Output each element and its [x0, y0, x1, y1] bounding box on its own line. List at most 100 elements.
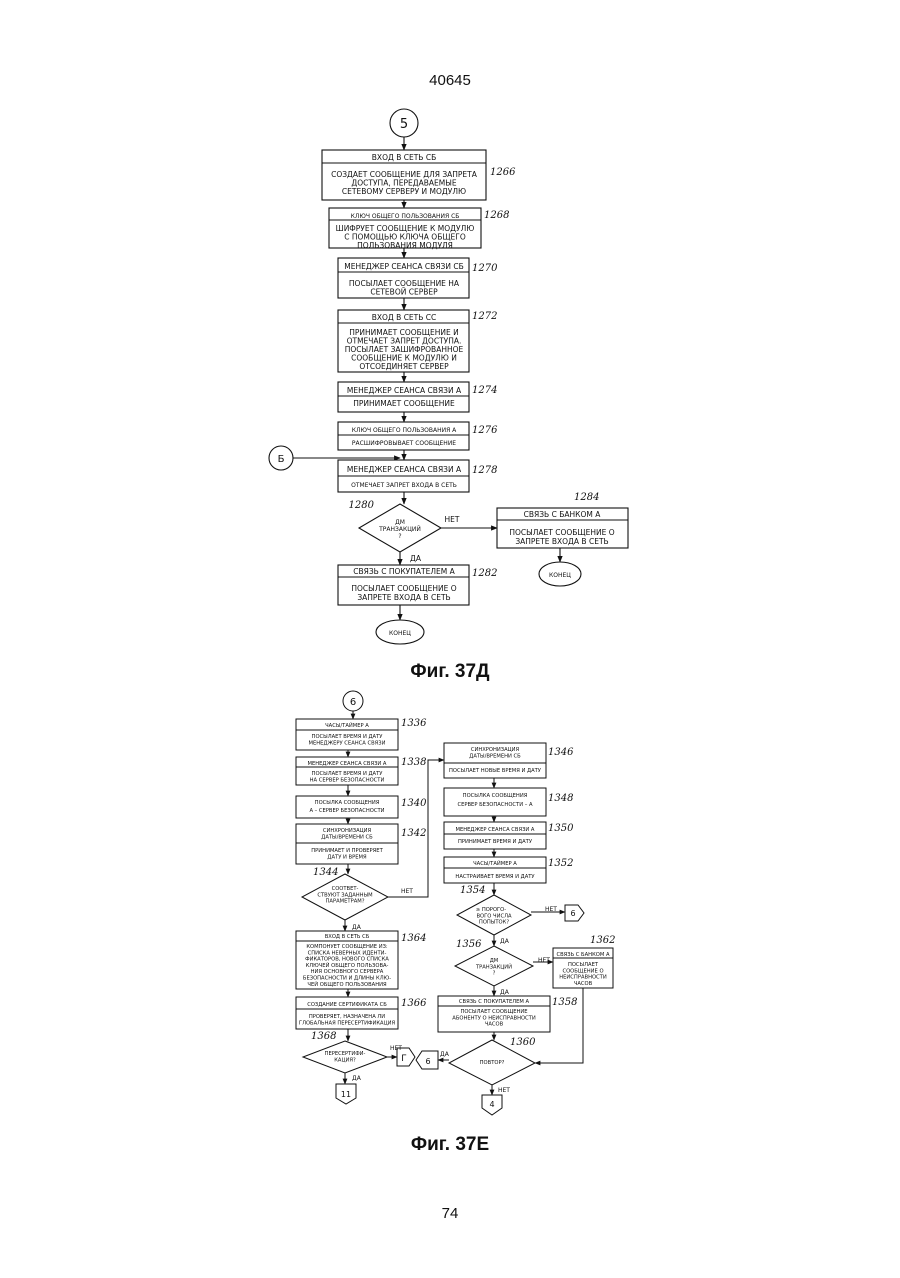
- end-terminal-1-label: КОНЕЦ: [549, 572, 571, 579]
- block-1364-text: КОМПОНУЕТ СООБЩЕНИЕ ИЗ:: [306, 944, 388, 950]
- decision-1280-text: ?: [398, 533, 401, 540]
- ref-label-1360: 1360: [510, 1037, 536, 1048]
- block-1364-text: ФИКАТОРОВ, НОВОГО СПИСКА: [305, 957, 389, 963]
- document-number: 40645: [429, 72, 471, 89]
- block-1336-text: ПОСЫЛАЕТ ВРЕМЯ И ДАТУ: [312, 734, 384, 740]
- decision-1344-text: СООТВЕТ-: [332, 886, 359, 892]
- ref-label-1340: 1340: [401, 798, 427, 809]
- block-1362-text: ЧАСОВ: [574, 981, 593, 987]
- block-1284-text: ПОСЫЛАЕТ СООБЩЕНИЕ О: [509, 528, 614, 537]
- ref-label-1274: 1274: [472, 385, 497, 396]
- decision-1368-no: НЕТ: [390, 1045, 402, 1052]
- decision-1356-yes: ДА: [500, 989, 510, 996]
- decision-1354-text: ПОПЫТОК?: [479, 920, 509, 926]
- connector-5-label: 5: [400, 117, 408, 132]
- decision-1354-yes: ДА: [500, 938, 510, 945]
- decision-1368-text: КАЦИЯ?: [334, 1057, 356, 1063]
- block-1364-text: КЛЮЧЕЙ ОБЩЕГО ПОЛЬЗОВА-: [306, 962, 389, 969]
- block-1346-header: СИНХРОНИЗАЦИЯ: [471, 747, 520, 753]
- block-1282-header: СВЯЗЬ С ПОКУПАТЕЛЕМ А: [353, 567, 455, 576]
- block-1346-text: ПОСЫЛАЕТ НОВЫЕ ВРЕМЯ И ДАТУ: [449, 768, 542, 774]
- block-1270-text: СЕТЕВОЙ СЕРВЕР: [370, 288, 438, 297]
- decision-1356-text: ТРАНЗАКЦИЙ: [475, 963, 512, 970]
- ref-label-1350: 1350: [548, 823, 574, 834]
- block-1276-header: КЛЮЧ ОБЩЕГО ПОЛЬЗОВАНИЯ А: [352, 427, 457, 434]
- block-1336-text: МЕНЕДЖЕРУ СЕАНСА СВЯЗИ: [309, 740, 386, 746]
- block-1284-header: СВЯЗЬ С БАНКОМ А: [524, 510, 602, 519]
- ref-label-1270: 1270: [472, 263, 498, 274]
- ref-label-1284: 1284: [574, 492, 599, 503]
- decision-1344-text: ПАРАМЕТРАМ?: [326, 899, 365, 905]
- block-1274-text: ПРИНИМАЕТ СООБЩЕНИЕ: [353, 399, 455, 408]
- decision-1354-text: ВОГО ЧИСЛА: [476, 913, 511, 919]
- end-terminal-2-label: КОНЕЦ: [389, 630, 411, 637]
- ref-label-1342: 1342: [401, 828, 426, 839]
- ref-label-1352: 1352: [548, 858, 573, 869]
- decision-1354-prefix: ≥: [476, 907, 480, 913]
- decision-1356-text: ?: [493, 971, 496, 977]
- block-1282-text: ПОСЫЛАЕТ СООБЩЕНИЕ О: [351, 584, 456, 593]
- block-1362-text: НЕИСПРАВНОСТИ: [559, 975, 607, 981]
- block-1364-text: СПИСКА НЕВЕРНЫХ ИДЕНТИ-: [308, 950, 387, 956]
- block-1336-header: ЧАСЫ/ТАЙМЕР А: [325, 722, 369, 729]
- block-1358-text: ЧАСОВ: [485, 1022, 504, 1028]
- decision-1368-text: ПЕРЕСЕРТИФИ-: [325, 1051, 366, 1057]
- block-1338-header: МЕНЕДЖЕР СЕАНСА СВЯЗИ А: [308, 761, 387, 767]
- block-1352-header: ЧАСЫ/ТАЙМЕР А: [473, 860, 517, 867]
- block-1342-text: ДАТУ И ВРЕМЯ: [327, 854, 367, 860]
- block-1268-text: ПОЛЬЗОВАНИЯ МОДУЛЯ: [357, 241, 453, 250]
- block-1348-text: СЕРВЕР БЕЗОПАСНОСТИ – А: [457, 802, 533, 808]
- block-1364-text: ЧЕЙ ОБЩЕГО ПОЛЬЗОВАНИЯ: [307, 981, 387, 988]
- decision-1280-text: ДМ: [395, 519, 405, 526]
- ref-label-1358: 1358: [552, 997, 577, 1008]
- ref-label-1348: 1348: [548, 793, 573, 804]
- ref-label-1272: 1272: [472, 311, 497, 322]
- offpage-4-label: 4: [489, 1100, 494, 1109]
- block-1348-header: ПОСЫЛКА СООБЩЕНИЯ: [463, 793, 528, 799]
- ref-label-1276: 1276: [472, 425, 498, 436]
- block-1342-header-2: ДАТЫ/ВРЕМЕНИ СБ: [321, 835, 373, 841]
- block-1358-text: ПОСЫЛАЕТ СООБЩЕНИЕ: [460, 1009, 527, 1015]
- block-1278-text: ОТМЕЧАЕТ ЗАПРЕТ ВХОДА В СЕТЬ: [351, 482, 457, 489]
- block-1364-text: БЕЗОПАСНОСТИ И ДЛИНЫ КЛЮ-: [303, 976, 391, 982]
- block-1366-text: ГЛОБАЛЬНАЯ ПЕРЕСЕРТИФИКАЦИЯ: [299, 1020, 396, 1026]
- decision-1280-text: ТРАНЗАКЦИЙ: [378, 526, 421, 533]
- block-1342-header: СИНХРОНИЗАЦИЯ: [323, 828, 372, 834]
- figure-37e-caption: Фиг. 37Е: [411, 1134, 489, 1155]
- decision-1360-no: НЕТ: [498, 1087, 510, 1094]
- block-1364-text: НИЯ ОСНОВНОГО СЕРВЕРА: [311, 969, 384, 975]
- decision-1280-no: НЕТ: [445, 515, 460, 524]
- connector-b-label: Б: [278, 454, 285, 465]
- block-1350-header: МЕНЕДЖЕР СЕАНСА СВЯЗИ А: [456, 827, 535, 833]
- ref-label-1268: 1268: [484, 210, 509, 221]
- offpage-6-right-label: 6: [570, 909, 575, 918]
- offpage-6-left-label: 6: [425, 1057, 430, 1066]
- ref-label-1266: 1266: [490, 167, 516, 178]
- block-1270-header: МЕНЕДЖЕР СЕАНСА СВЯЗИ СБ: [344, 262, 463, 271]
- block-1340-header: ПОСЫЛКА СООБЩЕНИЯ: [315, 800, 380, 806]
- block-1362-header: СВЯЗЬ С БАНКОМ А: [556, 952, 609, 958]
- block-1366-text: ПРОВЕРЯЕТ, НАЗНАЧЕНА ЛИ: [309, 1014, 385, 1020]
- ref-label-1344: 1344: [313, 867, 338, 878]
- block-1276-text: РАСШИФРОВЫВАЕТ СООБЩЕНИЕ: [352, 440, 456, 447]
- block-1352-text: НАСТРАИВАЕТ ВРЕМЯ И ДАТУ: [455, 874, 535, 880]
- decision-1344-text: СТВУЮТ ЗАДАННЫМ: [317, 892, 372, 898]
- connector-6-label: 6: [350, 697, 356, 708]
- block-1342-text: ПРИНИМАЕТ И ПРОВЕРЯЕТ: [311, 848, 383, 854]
- block-1282-text: ЗАПРЕТЕ ВХОДА В СЕТЬ: [357, 593, 450, 602]
- block-1358-text: АБОНЕНТУ О НЕИСПРАВНОСТИ: [452, 1015, 536, 1021]
- block-1346-header-2: ДАТЫ/ВРЕМЕНИ СБ: [469, 754, 521, 760]
- block-1284-text: ЗАПРЕТЕ ВХОДА В СЕТЬ: [515, 537, 608, 546]
- decision-1354-no: НЕТ: [545, 906, 557, 913]
- block-1350-text: ПРИНИМАЕТ ВРЕМЯ И ДАТУ: [458, 839, 533, 845]
- block-1364-header: ВХОД В СЕТЬ СБ: [325, 934, 370, 940]
- block-1362-text: СООБЩЕНИЕ О: [562, 968, 603, 974]
- decision-1280-yes: ДА: [410, 554, 422, 563]
- decision-1354-text: ПОРОГО-: [482, 907, 506, 913]
- ref-label-1368: 1368: [311, 1031, 336, 1042]
- block-1272-header: ВХОД В СЕТЬ СС: [372, 313, 437, 322]
- ref-label-1278: 1278: [472, 465, 497, 476]
- ref-label-1356: 1356: [456, 939, 482, 950]
